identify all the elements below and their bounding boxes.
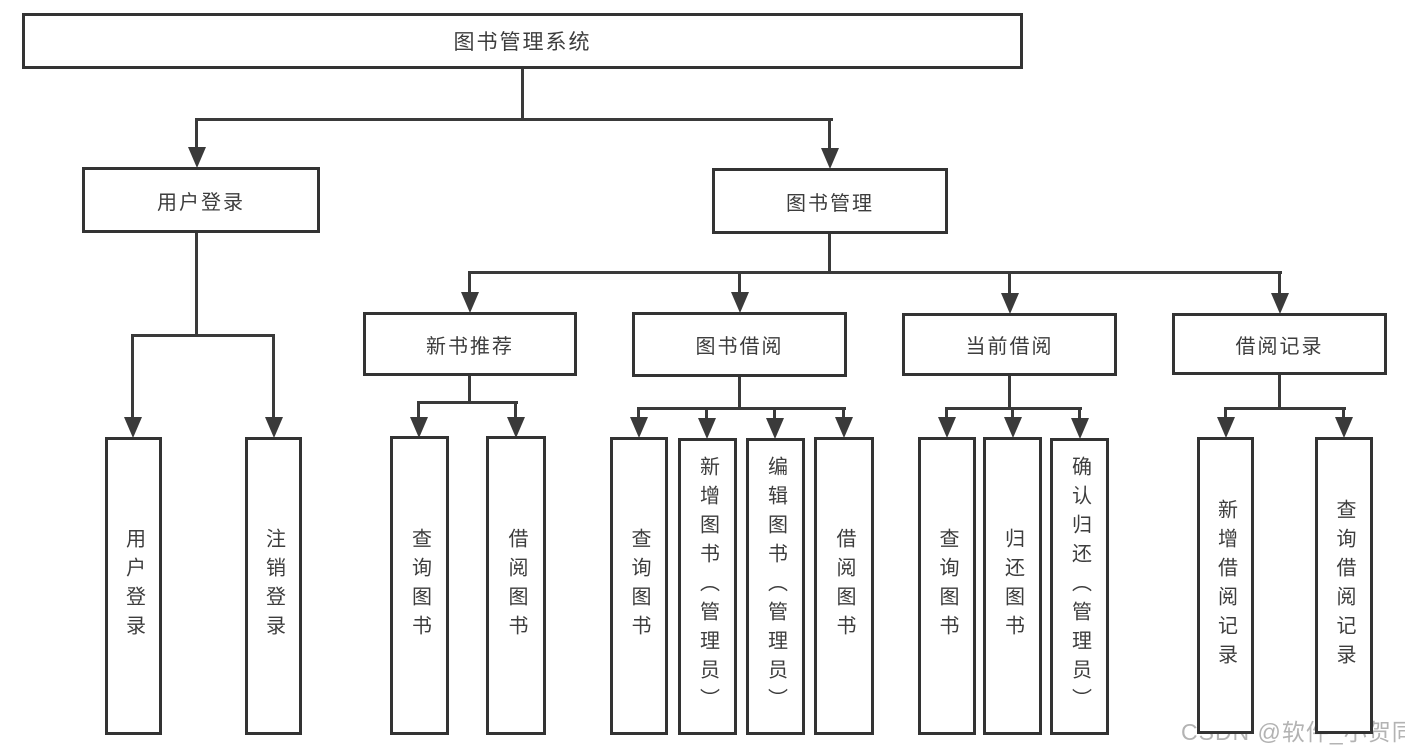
node-book-mgmt: 图书管理 <box>712 168 948 234</box>
node-label: 查询图书 <box>408 527 431 644</box>
connector-segment <box>1224 407 1346 410</box>
node-current-borrow: 当前借阅 <box>902 313 1117 376</box>
node-user-login: 用户登录 <box>82 167 320 233</box>
node-label: 查询图书 <box>628 528 650 644</box>
connector-segment <box>468 374 471 404</box>
connector-segment <box>1224 407 1227 418</box>
connector-segment <box>468 271 1282 274</box>
arrowhead-down-icon <box>630 417 648 438</box>
arrowhead-down-icon <box>124 417 142 438</box>
connector-segment <box>637 407 640 418</box>
node-label: 查询图书 <box>936 528 958 644</box>
connector-segment <box>773 407 776 418</box>
node-label: 用户登录 <box>157 191 245 214</box>
connector-segment <box>131 334 134 418</box>
connector-segment <box>521 67 524 120</box>
node-root: 图书管理系统 <box>22 13 1023 69</box>
arrowhead-down-icon <box>835 417 853 438</box>
arrowhead-down-icon <box>461 292 479 313</box>
connector-segment <box>417 401 518 404</box>
connector-segment <box>738 375 741 410</box>
arrowhead-down-icon <box>698 418 716 439</box>
node-label: 新书推荐 <box>426 335 514 358</box>
connector-segment <box>195 118 198 150</box>
connector-segment <box>738 271 741 294</box>
node-label: 编辑图书（管理员） <box>764 456 787 717</box>
connector-segment <box>468 271 471 294</box>
connector-segment <box>1078 407 1081 418</box>
node-label: 图书管理系统 <box>453 31 592 54</box>
node-nbr-query-book: 查询图书 <box>390 436 449 735</box>
arrowhead-down-icon <box>1271 293 1289 314</box>
node-nbr-borrow-book: 借阅图书 <box>486 436 546 735</box>
arrowhead-down-icon <box>1001 293 1019 314</box>
node-cb-return-book: 归还图书 <box>983 437 1042 735</box>
arrowhead-down-icon <box>1217 417 1235 438</box>
arrowhead-down-icon <box>731 292 749 313</box>
node-label: 新增借阅记录 <box>1214 498 1237 673</box>
node-bb-borrow-book: 借阅图书 <box>814 437 874 735</box>
node-bb-query-book: 查询图书 <box>610 437 668 735</box>
node-logout: 注销登录 <box>245 437 302 735</box>
node-book-borrow: 图书借阅 <box>632 312 847 377</box>
node-label: 新增图书（管理员） <box>696 456 719 717</box>
connector-segment <box>637 407 846 410</box>
arrowhead-down-icon <box>1004 417 1022 438</box>
connector-segment <box>1008 374 1011 410</box>
arrowhead-down-icon <box>821 148 839 169</box>
node-label: 图书管理 <box>786 192 874 215</box>
arrowhead-down-icon <box>1335 417 1353 438</box>
node-label: 借阅图书 <box>833 528 855 644</box>
node-br-add-record: 新增借阅记录 <box>1197 437 1254 734</box>
connector-segment <box>705 407 708 418</box>
connector-segment <box>131 334 275 337</box>
node-label: 借阅图书 <box>505 527 527 644</box>
connector-segment <box>842 407 845 418</box>
node-label: 用户登录 <box>122 528 145 644</box>
node-label: 注销登录 <box>262 528 285 644</box>
node-borrow-records: 借阅记录 <box>1172 313 1387 375</box>
arrowhead-down-icon <box>1071 418 1089 439</box>
connector-segment <box>195 231 198 337</box>
node-label: 图书借阅 <box>695 336 784 358</box>
connector-segment <box>196 118 833 121</box>
connector-segment <box>945 407 948 418</box>
node-new-book-rec: 新书推荐 <box>363 312 577 376</box>
node-bb-add-book: 新增图书（管理员） <box>678 438 737 735</box>
connector-segment <box>1278 271 1281 294</box>
connector-segment <box>1008 271 1011 294</box>
arrowhead-down-icon <box>265 417 283 438</box>
connector-segment <box>272 334 275 418</box>
connector-segment <box>828 232 831 274</box>
node-label: 确认归还（管理员） <box>1068 456 1091 717</box>
node-label: 归还图书 <box>1001 528 1024 644</box>
arrowhead-down-icon <box>507 417 525 438</box>
node-label: 当前借阅 <box>965 336 1054 358</box>
connector-segment <box>828 118 831 150</box>
node-label: 查询借阅记录 <box>1333 498 1355 673</box>
connector-segment <box>417 401 420 418</box>
node-label: 借阅记录 <box>1235 335 1324 358</box>
connector-segment <box>1278 373 1281 410</box>
node-login: 用户登录 <box>105 437 162 735</box>
arrowhead-down-icon <box>188 147 206 168</box>
arrowhead-down-icon <box>410 417 428 438</box>
arrowhead-down-icon <box>766 418 784 439</box>
connector-segment <box>1011 407 1014 418</box>
node-cb-query-book: 查询图书 <box>918 437 976 735</box>
arrowhead-down-icon <box>938 417 956 438</box>
node-br-query-record: 查询借阅记录 <box>1315 437 1373 734</box>
node-bb-edit-book: 编辑图书（管理员） <box>746 438 805 735</box>
connector-segment <box>1342 407 1345 418</box>
connector-segment <box>514 401 517 418</box>
node-cb-confirm-ret: 确认归还（管理员） <box>1050 438 1109 735</box>
